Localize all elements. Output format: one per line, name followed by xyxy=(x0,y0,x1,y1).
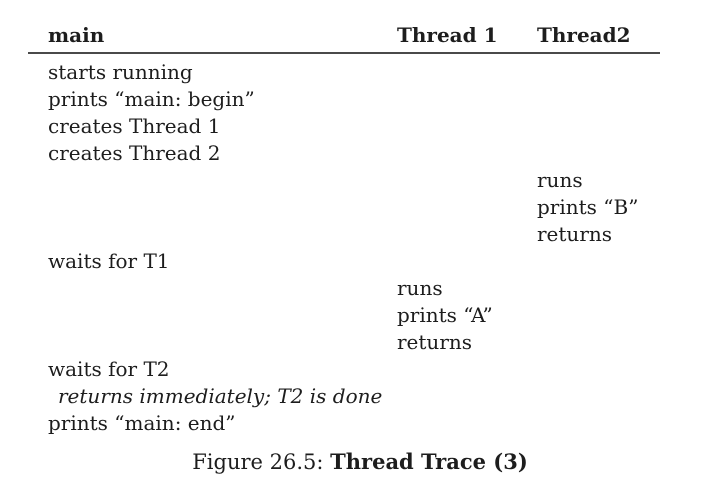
trace-cell-thread1 xyxy=(397,113,537,140)
trace-cell-thread1 xyxy=(397,410,537,437)
trace-cell-thread1 xyxy=(397,86,537,113)
trace-row: prints “A” xyxy=(28,302,660,329)
trace-cell-thread1 xyxy=(397,221,537,248)
trace-cell-thread1 xyxy=(397,194,537,221)
trace-cell-main: prints “main: end” xyxy=(48,411,236,435)
trace-row: returns immediately; T2 is done xyxy=(28,383,660,410)
thread-trace-table: main Thread 1 Thread2 starts running pri… xyxy=(28,12,660,437)
trace-cell-thread2 xyxy=(537,302,660,329)
trace-row: prints “B” xyxy=(28,194,660,221)
trace-cell-thread2: runs xyxy=(537,168,583,192)
figure-caption-label: Figure 26.5: xyxy=(192,450,331,474)
trace-cell-thread1: runs xyxy=(397,276,443,300)
trace-row: starts running xyxy=(28,53,660,86)
column-header-main: main xyxy=(28,12,397,54)
trace-row: waits for T2 xyxy=(28,356,660,383)
trace-cell-main xyxy=(28,329,397,356)
trace-row: prints “main: end” xyxy=(28,410,660,437)
column-header-thread1: Thread 1 xyxy=(397,12,537,54)
trace-cell-thread2 xyxy=(537,140,660,167)
header-row: main Thread 1 Thread2 xyxy=(28,12,660,54)
trace-row: prints “main: begin” xyxy=(28,86,660,113)
trace-cell-thread2 xyxy=(537,329,660,356)
figure-caption: Figure 26.5: Thread Trace (3) xyxy=(0,449,720,475)
trace-cell-main-annotation: returns immediately; T2 is done xyxy=(58,384,383,408)
trace-cell-main xyxy=(28,194,397,221)
trace-cell-thread1: returns xyxy=(397,330,473,354)
trace-cell-thread1 xyxy=(397,167,537,194)
trace-cell-thread2: prints “B” xyxy=(537,195,639,219)
trace-cell-main: prints “main: begin” xyxy=(48,87,255,111)
trace-cell-main xyxy=(28,275,397,302)
trace-cell-main: creates Thread 2 xyxy=(48,141,221,165)
trace-cell-main xyxy=(28,167,397,194)
trace-cell-thread2 xyxy=(537,86,660,113)
trace-cell-thread1 xyxy=(397,356,537,383)
trace-cell-thread2 xyxy=(537,248,660,275)
trace-row: waits for T1 xyxy=(28,248,660,275)
trace-cell-main xyxy=(28,221,397,248)
trace-row: returns xyxy=(28,329,660,356)
trace-cell-main: creates Thread 1 xyxy=(48,114,221,138)
trace-cell-thread2: returns xyxy=(537,222,613,246)
trace-cell-main: starts running xyxy=(48,60,193,84)
trace-cell-thread2 xyxy=(537,113,660,140)
trace-cell-thread1: prints “A” xyxy=(397,303,493,327)
trace-cell-main xyxy=(28,302,397,329)
trace-row: creates Thread 2 xyxy=(28,140,660,167)
trace-cell-thread1 xyxy=(397,383,537,410)
trace-cell-thread1 xyxy=(397,140,537,167)
trace-cell-thread2 xyxy=(537,356,660,383)
trace-cell-thread1 xyxy=(397,248,537,275)
trace-row: returns xyxy=(28,221,660,248)
trace-cell-thread2 xyxy=(537,410,660,437)
trace-row: creates Thread 1 xyxy=(28,113,660,140)
trace-cell-main: waits for T2 xyxy=(48,357,170,381)
trace-cell-thread2 xyxy=(537,275,660,302)
trace-cell-main: waits for T1 xyxy=(48,249,170,273)
trace-row: runs xyxy=(28,167,660,194)
column-header-thread2: Thread2 xyxy=(537,12,660,54)
figure-caption-title: Thread Trace (3) xyxy=(330,449,528,474)
trace-cell-thread1 xyxy=(397,53,537,86)
trace-row: runs xyxy=(28,275,660,302)
trace-cell-thread2 xyxy=(537,383,660,410)
trace-cell-thread2 xyxy=(537,53,660,86)
